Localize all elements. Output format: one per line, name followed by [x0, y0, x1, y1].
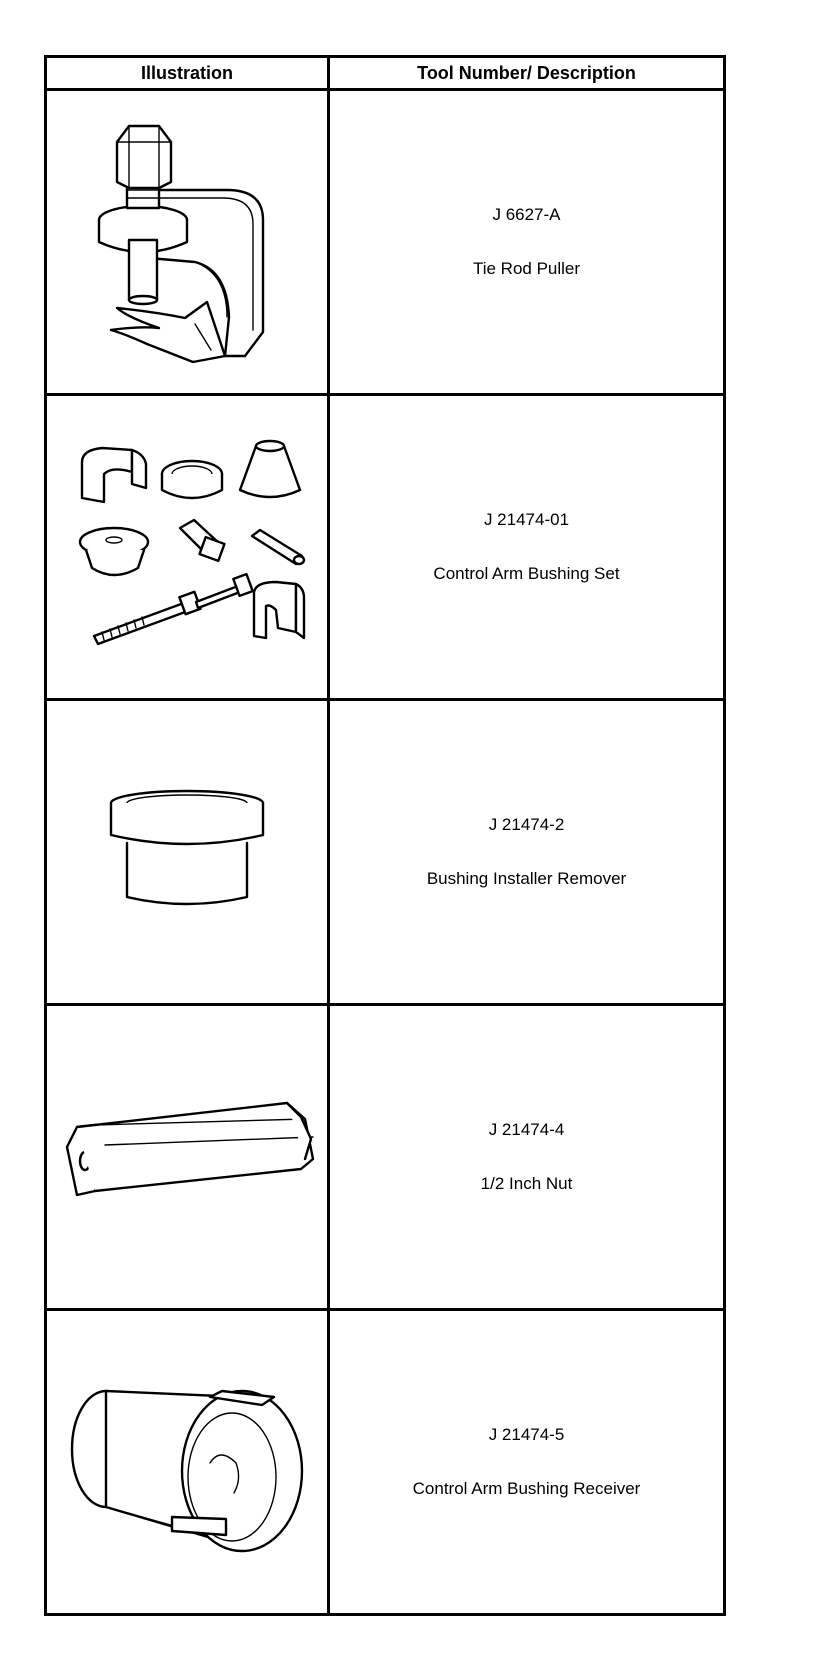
illustration-cell [44, 1308, 330, 1616]
tool-number: J 21474-5 [488, 1425, 565, 1444]
header-row: Illustration Tool Number/ Description [44, 55, 726, 91]
hex-nut-icon [65, 1101, 315, 1197]
table-row: J 6627-A Tie Rod Puller [44, 88, 726, 396]
tie-rod-puller-icon [97, 124, 265, 364]
tool-number: J 21474-01 [483, 510, 570, 529]
bushing-receiver-icon [70, 1389, 304, 1553]
tool-description: Bushing Installer Remover [426, 869, 627, 888]
illustration-cell [44, 393, 330, 701]
table-row: J 21474-5 Control Arm Bushing Receiver [44, 1308, 726, 1616]
tool-cell: J 21474-01 Control Arm Bushing Set [327, 393, 726, 701]
tool-number: J 21474-2 [488, 815, 565, 834]
illustration-header: Illustration [44, 55, 330, 91]
tool-cell: J 6627-A Tie Rod Puller [327, 88, 726, 396]
illustration-cell [44, 1003, 330, 1311]
tool-cell: J 21474-5 Control Arm Bushing Receiver [327, 1308, 726, 1616]
tool-header: Tool Number/ Description [327, 55, 726, 91]
table-row: J 21474-2 Bushing Installer Remover [44, 698, 726, 1006]
tool-description: Tie Rod Puller [472, 259, 581, 278]
tool-description: 1/2 Inch Nut [480, 1174, 573, 1193]
illustration-cell [44, 698, 330, 1006]
tool-cell: J 21474-2 Bushing Installer Remover [327, 698, 726, 1006]
tool-number: J 21474-4 [488, 1120, 565, 1139]
tool-number: J 6627-A [492, 205, 561, 224]
special-tools-table: Illustration Tool Number/ Description [44, 55, 726, 1616]
table-row: J 21474-4 1/2 Inch Nut [44, 1003, 726, 1311]
illustration-cell [44, 88, 330, 396]
tool-cell: J 21474-4 1/2 Inch Nut [327, 1003, 726, 1311]
bushing-set-icon [78, 439, 306, 646]
tool-description: Control Arm Bushing Receiver [412, 1479, 641, 1498]
table-row: J 21474-01 Control Arm Bushing Set [44, 393, 726, 701]
tool-description: Control Arm Bushing Set [433, 564, 620, 583]
bushing-installer-icon [109, 789, 265, 906]
